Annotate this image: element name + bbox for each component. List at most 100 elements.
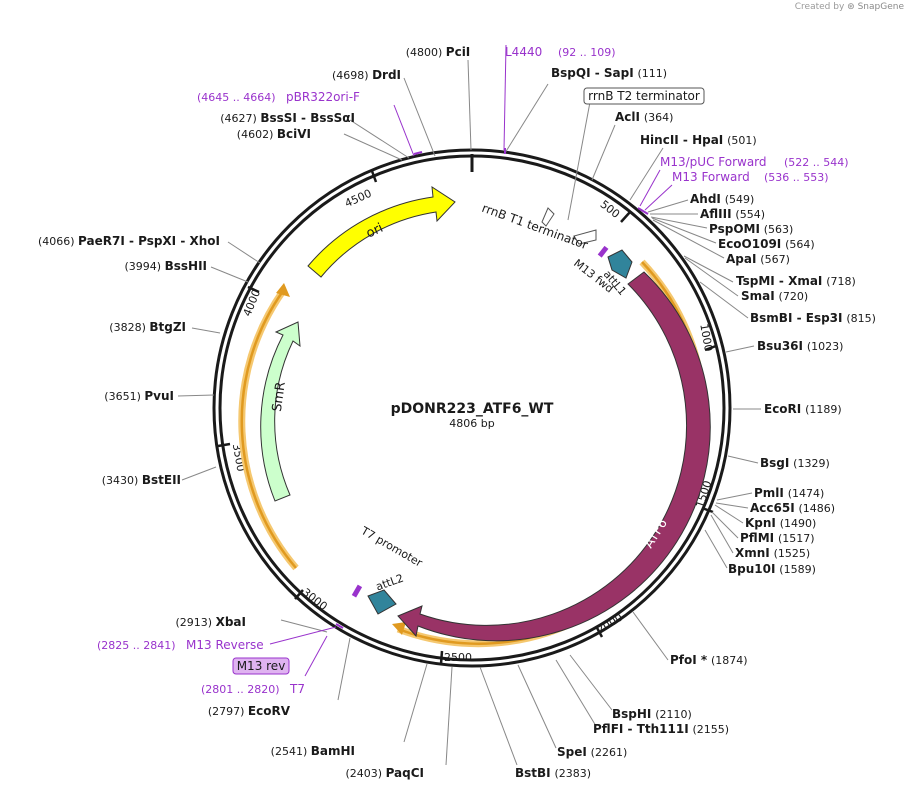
plasmid-name: pDONR223_ATF6_WT xyxy=(391,401,554,417)
primer-labels: L4440 (92 .. 109) (4645 .. 4664) pBR322o… xyxy=(97,45,849,696)
site-label-bsteii: (3430) BstEII xyxy=(102,473,181,487)
m13f-range: (536 .. 553) xyxy=(764,171,829,184)
site-label-bpu10i: Bpu10I (1589) xyxy=(728,562,816,576)
site-label-bcivi: (4602) BciVI xyxy=(237,127,311,141)
ruler-tick-2000 xyxy=(594,625,604,638)
leader-paqci xyxy=(445,666,453,766)
site-label-xmni: XmnI (1525) xyxy=(735,546,810,560)
ori-feature xyxy=(307,186,456,278)
site-label-bstbi: BstBI (2383) xyxy=(515,766,591,780)
ruler-tick-500 xyxy=(620,211,631,223)
ruler-label-1000: 1000 xyxy=(697,323,715,353)
snapgene-credit: Created by ⊛ SnapGene xyxy=(795,2,904,12)
rrnb-t2-box xyxy=(583,87,705,105)
site-label-pflfi: PflFI - Tth111I (2155) xyxy=(593,722,729,736)
site-label-bspqi: BspQI - SapI (111) xyxy=(551,66,667,80)
site-label-spei: SpeI (2261) xyxy=(557,745,627,759)
primer-leader-pbr xyxy=(393,104,415,157)
ruler-ticks xyxy=(217,170,717,665)
backbone-outer-ring xyxy=(212,148,732,668)
site-label-bsssi: (4627) BssSI - BssSαI xyxy=(220,111,355,125)
site-label-drdi: (4698) DrdI xyxy=(332,68,401,82)
leader-pflmi xyxy=(711,511,739,539)
leader-xmni xyxy=(710,514,734,554)
atf6-feature xyxy=(397,271,711,642)
t7-promoter-marker xyxy=(351,584,363,598)
attl2-label: attL2 xyxy=(374,572,405,594)
leader-paer7i xyxy=(227,241,261,264)
site-label-pvui: (3651) PvuI xyxy=(104,389,174,403)
site-label-ecoo109i: EcoO109I (564) xyxy=(718,237,815,251)
leader-pspomi xyxy=(650,216,708,229)
site-label-kpni: KpnI (1490) xyxy=(745,516,816,530)
site-label-afliii: AflIII (554) xyxy=(700,207,765,221)
leader-pflfi xyxy=(555,659,597,727)
site-label-bsu36i: Bsu36I (1023) xyxy=(757,339,843,353)
primer-leader-l4440 xyxy=(503,44,507,151)
primer-markers xyxy=(335,148,649,629)
site-label-pmli: PmlI (1474) xyxy=(754,486,824,500)
site-label-tspmi: TspMI - XmaI (718) xyxy=(736,274,856,288)
primer-marker-m13rev xyxy=(335,623,344,629)
ruler-tick-2500 xyxy=(439,650,444,665)
leader-smai xyxy=(684,257,739,297)
site-label-paer7i: (4066) PaeR7I - PspXI - XhoI xyxy=(38,234,220,248)
m13puc-label: M13/pUC Forward xyxy=(660,155,767,169)
primer-leader-m13puc xyxy=(639,169,661,207)
m13puc-range: (522 .. 544) xyxy=(784,156,849,169)
primer-leader-lines xyxy=(269,44,673,677)
site-label-bsgi: BsgI (1329) xyxy=(760,456,830,470)
m13rev-range: (2825 .. 2841) xyxy=(97,639,176,652)
leader-ecorv xyxy=(337,637,351,701)
t7-promoter-label: T7 promoter xyxy=(358,524,425,570)
rrnb-t1-label: rrnB T1 terminator xyxy=(480,201,590,252)
leader-kpni xyxy=(714,504,744,524)
orange-arc-left-arrowhead xyxy=(276,283,290,297)
ruler-tick-3500 xyxy=(217,442,231,448)
site-label-xbai: (2913) XbaI xyxy=(176,615,246,629)
m13rev-label: M13 Reverse xyxy=(186,638,264,652)
rrnb-t1-feature xyxy=(573,229,597,245)
site-label-bsshii: (3994) BssHII xyxy=(125,259,207,273)
leader-btgzi xyxy=(191,327,221,334)
l4440-range: (92 .. 109) xyxy=(558,46,616,59)
leader-bsteii xyxy=(181,466,217,481)
site-label-btgzi: (3828) BtgZI xyxy=(109,320,186,334)
attl2-feature xyxy=(367,589,397,615)
leader-acc65i xyxy=(715,502,749,509)
leader-ahdi xyxy=(647,199,689,213)
leader-pvui xyxy=(177,394,215,397)
m13-rev-box-label: M13 rev xyxy=(237,659,286,673)
leader-bsphi xyxy=(569,654,613,711)
site-label-acli: AclI (364) xyxy=(615,110,673,124)
ruler-label-3000: 3000 xyxy=(300,586,330,613)
site-label-ecorv: (2797) EcoRV xyxy=(208,704,291,718)
m13-fwd-marker xyxy=(597,245,609,258)
primer-leader-t7 xyxy=(304,635,328,677)
primer-marker-pbr xyxy=(413,151,423,155)
orange-arc-left-line xyxy=(240,290,297,569)
ruler-tick-4500 xyxy=(370,170,378,183)
rrnb-t2-label: rrnB T2 terminator xyxy=(588,89,700,103)
ruler-tick-1000 xyxy=(704,344,717,352)
leader-bpu10i xyxy=(704,529,728,569)
leader-bsshii xyxy=(210,266,249,283)
site-label-acc65i: Acc65I (1486) xyxy=(750,501,835,515)
leader-bstbi xyxy=(479,666,518,766)
leader-bspqi xyxy=(504,83,549,154)
site-label-bsphi: BspHI (2110) xyxy=(612,707,692,721)
leader-bsgi xyxy=(727,455,759,464)
ruler-label-2500: 2500 xyxy=(444,651,472,664)
orange-arc-right-arrowhead xyxy=(392,622,406,635)
site-label-paqci: (2403) PaqCI xyxy=(345,766,424,780)
leader-ecoo109i xyxy=(651,217,717,244)
rrnb-t2-feature xyxy=(541,207,555,227)
site-leader-lines xyxy=(177,59,761,766)
leader-acli xyxy=(591,124,616,181)
site-label-bamhi: (2541) BamHI xyxy=(271,744,355,758)
leader-xbai xyxy=(280,619,328,633)
pbr-label: pBR322ori-F xyxy=(286,90,360,104)
leader-hincii xyxy=(629,147,664,201)
